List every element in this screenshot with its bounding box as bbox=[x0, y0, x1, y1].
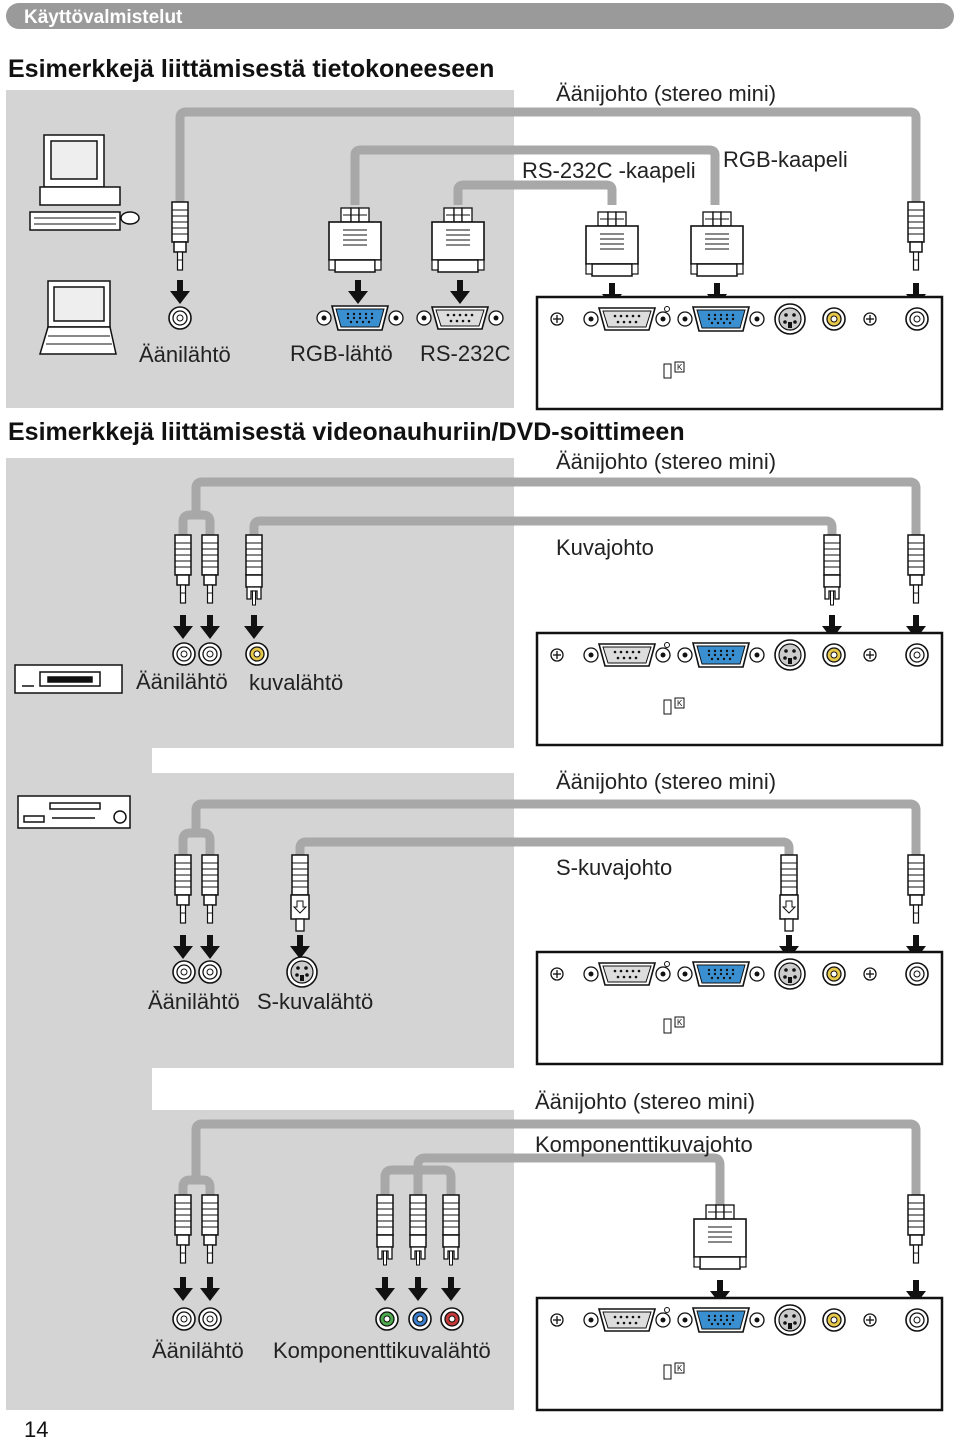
s4-audio-cable-label: Äänijohto (stereo mini) bbox=[535, 1089, 756, 1114]
dvd-player-icon bbox=[17, 795, 131, 829]
s2-audio-out-label: Äänilähtö bbox=[136, 669, 228, 694]
section2-cables bbox=[178, 477, 921, 540]
s3-audio-out-label: Äänilähtö bbox=[148, 989, 240, 1014]
s4-component-out-label: Komponenttikuvalähtö bbox=[273, 1338, 491, 1363]
s2-video-cable-label: Kuvajohto bbox=[556, 535, 654, 560]
projector-panel-4 bbox=[537, 1298, 942, 1410]
section2-panel-bg bbox=[6, 458, 514, 748]
s1-audio-cable-label: Äänijohto (stereo mini) bbox=[556, 81, 777, 106]
s2-audio-cable-label: Äänijohto (stereo mini) bbox=[556, 449, 777, 474]
s3-svideo-out-label: S-kuvalähtö bbox=[257, 989, 374, 1014]
s1-audio-out-label: Äänilähtö bbox=[139, 342, 231, 367]
header-title: Käyttövalmistelut bbox=[24, 7, 183, 28]
s3-audio-cable-label: Äänijohto (stereo mini) bbox=[556, 769, 777, 794]
s1-rs232-label: RS-232C bbox=[420, 341, 511, 366]
s1-rgb-cable-label: RGB-kaapeli bbox=[723, 147, 848, 172]
s1-rgb-out-label: RGB-lähtö bbox=[290, 341, 393, 366]
s4-component-cable-label: Komponenttikuvajohto bbox=[535, 1132, 753, 1157]
page-number: 14 bbox=[24, 1417, 49, 1442]
s1-rs232-cable-label: RS-232C -kaapeli bbox=[522, 158, 696, 183]
section1-cables bbox=[175, 107, 921, 205]
projector-panel-2 bbox=[537, 633, 942, 745]
s4-audio-out-label: Äänilähtö bbox=[152, 1338, 244, 1363]
header-bar: Käyttövalmistelut bbox=[6, 3, 954, 29]
s3-svideo-cable-label: S-kuvajohto bbox=[556, 855, 673, 880]
laptop-icon bbox=[38, 280, 117, 355]
s2-video-out-label: kuvalähtö bbox=[249, 670, 344, 695]
projector-panel-3 bbox=[537, 952, 942, 1064]
section4-cables bbox=[178, 1119, 921, 1205]
vcr-icon bbox=[14, 664, 123, 694]
projector-panel-1 bbox=[537, 297, 942, 409]
desktop-computer-icon bbox=[29, 134, 140, 231]
section2-title: Esimerkkejä liittämisestä videonauhuriin… bbox=[8, 418, 685, 446]
section3-cables bbox=[178, 799, 921, 860]
section1-title: Esimerkkejä liittämisestä tietokoneeseen bbox=[8, 55, 495, 83]
